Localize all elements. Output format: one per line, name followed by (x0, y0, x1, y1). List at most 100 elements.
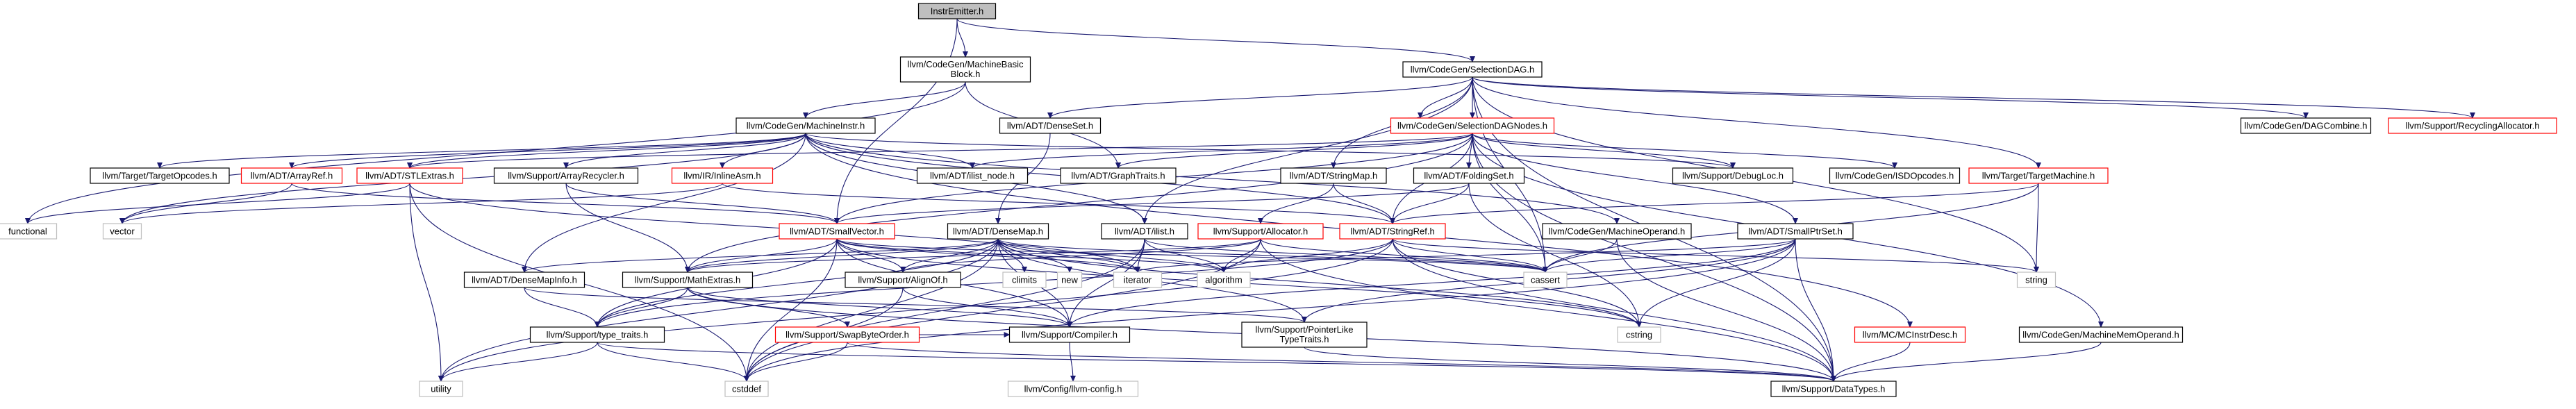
graph-node-box (1280, 167, 1387, 184)
graph-node-compiler[interactable]: llvm/Support/Compiler.h (1008, 326, 1131, 343)
graph-edge-stringref-to-datatypes (1392, 238, 1836, 382)
graph-node-label: llvm/ADT/FoldingSet.h (1424, 171, 1513, 181)
graph-edge-minstr-to-ilistnode (805, 133, 975, 169)
graph-node-label: llvm/ADT/DenseSet.h (1007, 121, 1093, 131)
graph-node-label: llvm/CodeGen/DAGCombine.h (2244, 121, 2367, 131)
graph-edge-densemap-to-utility (438, 238, 999, 382)
graph-node-isdopc[interactable]: llvm/CodeGen/ISDOpcodes.h (1829, 167, 1961, 184)
graph-edge-inlineasm-to-vector (119, 183, 723, 224)
graph-node-stlextras[interactable]: llvm/ADT/STLExtras.h (356, 167, 463, 184)
graph-node-alignof[interactable]: llvm/Support/AlignOf.h (845, 272, 961, 288)
graph-node-box (916, 167, 1029, 184)
graph-node-label: llvm/ADT/StringMap.h (1290, 171, 1377, 181)
graph-edge-minstr-to-arrayref (289, 133, 806, 169)
graph-edge-stringref-to-utility (438, 238, 1393, 382)
graph-node-swapbyte[interactable]: llvm/Support/SwapByteOrder.h (774, 326, 920, 343)
graph-edge-densemap-to-climits (997, 238, 1027, 273)
graph-node-datatypes[interactable]: llvm/Support/DataTypes.h (1770, 381, 1897, 397)
graph-edge-instr-to-sdag (956, 18, 1475, 62)
graph-node-box (622, 272, 754, 288)
graph-node-label: llvm/Support/RecyclingAllocator.h (2406, 121, 2540, 131)
graph-edge-allocator-to-datatypes (1260, 238, 1836, 382)
graph-edge-targetmachine-to-string (2034, 183, 2040, 273)
graph-edge-arrayrecycler-to-smallvector (565, 183, 840, 224)
graph-node-stringref[interactable]: llvm/ADT/StringRef.h (1339, 223, 1446, 240)
graph-edge-minstr-to-targetopc (157, 133, 806, 169)
graph-edge-allocator-to-alignof (900, 238, 1261, 273)
graph-node-label: cassert (1531, 275, 1560, 285)
graph-edge-minstr-to-stlextras (407, 133, 806, 169)
graph-node-typetraits[interactable]: llvm/Support/type_traits.h (529, 326, 665, 343)
graph-node-sdag[interactable]: llvm/CodeGen/SelectionDAG.h (1402, 61, 1543, 78)
graph-node-box (1854, 326, 1966, 343)
graph-node-box (2388, 117, 2557, 134)
graph-node-arrayrecycler[interactable]: llvm/Support/ArrayRecycler.h (493, 167, 639, 184)
graph-node-label: iterator (1124, 275, 1152, 285)
graph-node-inlineasm[interactable]: llvm/IR/InlineAsm.h (671, 167, 774, 184)
graph-node-box (1523, 272, 1568, 288)
graph-node-box (999, 117, 1102, 134)
graph-edge-densemapinfo-to-typetraits (524, 287, 600, 328)
graph-node-label: llvm/Support/SwapByteOrder.h (786, 330, 909, 340)
graph-node-smallvector[interactable]: llvm/ADT/SmallVector.h (779, 223, 895, 240)
graph-node-label: llvm/IR/InlineAsm.h (683, 171, 761, 181)
graph-node-sdnodes[interactable]: llvm/CodeGen/SelectionDAGNodes.h (1390, 117, 1555, 134)
graph-node-arrayref[interactable]: llvm/ADT/ArrayRef.h (240, 167, 343, 184)
graph-node-label: llvm/Target/TargetOpcodes.h (102, 171, 217, 181)
graph-node-box (736, 117, 876, 134)
graph-node-targetmachine[interactable]: llvm/Target/TargetMachine.h (1968, 167, 2109, 184)
graph-node-box (1008, 326, 1131, 343)
graph-node-foldingset[interactable]: llvm/ADT/FoldingSet.h (1413, 167, 1525, 184)
graph-node-dagcombine[interactable]: llvm/CodeGen/DAGCombine.h (2240, 117, 2372, 134)
graph-node-cstddef: cstddef (724, 381, 769, 397)
graph-node-instr[interactable]: InstrEmitter.h (917, 3, 997, 19)
graph-node-box (1829, 167, 1961, 184)
graph-node-box (1056, 272, 1083, 288)
graph-node-ilistnode[interactable]: llvm/ADT/ilist_node.h (916, 167, 1029, 184)
graph-node-algorithm: algorithm (1197, 272, 1251, 288)
graph-node-mmemoperand[interactable]: llvm/CodeGen/MachineMemOperand.h (2018, 326, 2184, 343)
graph-node-label: llvm/Support/AlignOf.h (858, 275, 947, 285)
graph-node-mathextras[interactable]: llvm/Support/MathExtras.h (622, 272, 754, 288)
graph-edge-sdnodes-to-ilistnode (970, 133, 1473, 169)
graph-edge-mmemoperand-to-datatypes (1831, 342, 2102, 382)
graph-node-denseset[interactable]: llvm/ADT/DenseSet.h (999, 117, 1102, 134)
graph-node-box (1197, 223, 1324, 240)
graph-node-ilist[interactable]: llvm/ADT/ilist.h (1101, 223, 1188, 240)
graph-node-allocator[interactable]: llvm/Support/Allocator.h (1197, 223, 1324, 240)
graph-node-cassert: cassert (1523, 272, 1568, 288)
graph-node-label: new (1061, 275, 1078, 285)
graph-node-densemap[interactable]: llvm/ADT/DenseMap.h (947, 223, 1049, 240)
graph-edge-smallptrset-to-cstddef (744, 238, 1796, 382)
graph-edge-instr-to-mbb (956, 18, 968, 58)
graph-node-graphtraits[interactable]: llvm/ADT/GraphTraits.h (1060, 167, 1177, 184)
graph-node-recycalloc[interactable]: llvm/Support/RecyclingAllocator.h (2388, 117, 2557, 134)
graph-node-box (1737, 223, 1854, 240)
graph-node-moperand[interactable]: llvm/CodeGen/MachineOperand.h (1542, 223, 1692, 240)
graph-edge-stringref-to-typetraits (595, 238, 1393, 328)
graph-node-smallptrset[interactable]: llvm/ADT/SmallPtrSet.h (1737, 223, 1854, 240)
graph-node-stringmap[interactable]: llvm/ADT/StringMap.h (1280, 167, 1387, 184)
graph-edge-allocator-to-cstddef (744, 238, 1261, 382)
graph-node-box (1197, 272, 1251, 288)
graph-edge-foldingset-to-stringref (1390, 183, 1470, 224)
graph-node-targetopc[interactable]: llvm/Target/TargetOpcodes.h (90, 167, 230, 184)
graph-node-label: llvm/ADT/GraphTraits.h (1071, 171, 1165, 181)
graph-edge-sdnodes-to-stlextras (407, 133, 1473, 169)
graph-edge-minstr-to-moperand (805, 133, 1620, 224)
graph-node-box (1413, 167, 1525, 184)
graph-node-minstr[interactable]: llvm/CodeGen/MachineInstr.h (736, 117, 876, 134)
graph-edge-stringmap-to-allocator (1258, 183, 1334, 224)
graph-node-box (779, 223, 895, 240)
graph-edge-sdnodes-to-debugloc (1472, 133, 1736, 169)
graph-edge-arrayref-to-vector (119, 183, 292, 224)
graph-node-mcinstrdesc[interactable]: llvm/MC/MCInstrDesc.h (1854, 326, 1966, 343)
graph-edge-stringref-to-cstring (1392, 238, 1642, 328)
graph-node-debugloc[interactable]: llvm/Support/DebugLoc.h (1672, 167, 1794, 184)
graph-edge-minstr-to-arrayrecycler (563, 133, 806, 169)
graph-node-box (1402, 61, 1543, 78)
graph-node-box (899, 56, 1031, 83)
graph-node-densemapinfo[interactable]: llvm/ADT/DenseMapInfo.h (463, 272, 585, 288)
